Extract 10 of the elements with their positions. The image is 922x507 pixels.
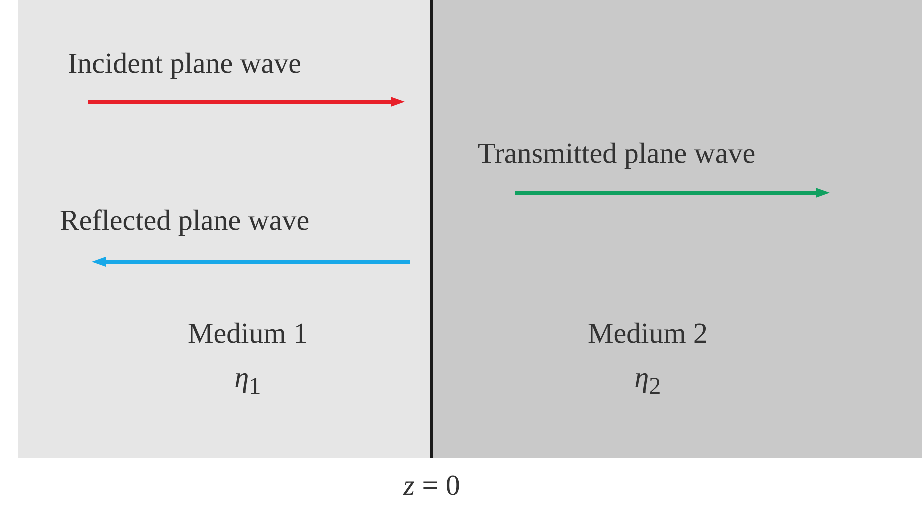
- medium-name: Medium 1: [188, 318, 308, 351]
- boundary-position-label: z = 0: [404, 470, 460, 503]
- impedance-symbol: η$_{2}$: [634, 362, 662, 401]
- medium-region: [433, 0, 922, 458]
- wave-label: Reflected plane wave: [60, 205, 310, 238]
- medium-region: [18, 0, 430, 458]
- wave-label: Transmitted plane wave: [478, 138, 756, 171]
- wave-label: Incident plane wave: [68, 48, 302, 81]
- impedance-symbol: η$_{1}$: [234, 362, 262, 401]
- medium-name: Medium 2: [588, 318, 708, 351]
